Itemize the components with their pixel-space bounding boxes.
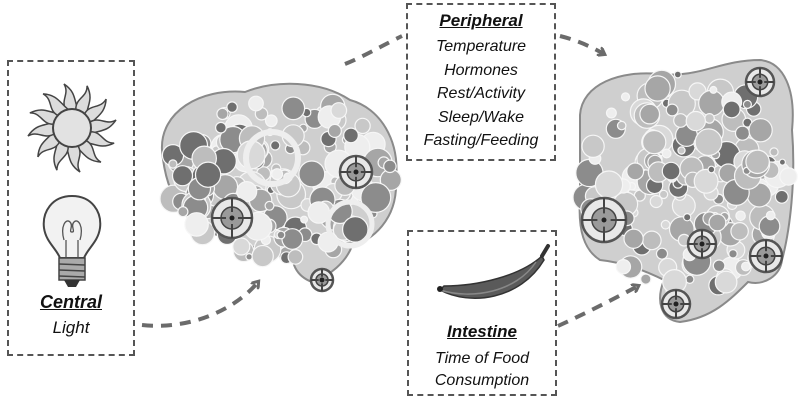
peripheral-item: Fasting/Feeding	[423, 132, 539, 149]
sun-icon	[27, 83, 117, 173]
peripheral-item: Sleep/Wake	[438, 108, 524, 126]
intestine-item: Consumption	[434, 372, 530, 389]
light-bulb-icon	[42, 194, 102, 287]
arrow-peripheral-to-intestine	[559, 34, 604, 54]
central-box: Central Light	[7, 60, 135, 356]
peripheral-item: Hormones	[444, 61, 518, 79]
peripheral-box: Peripheral Temperature Hormones Rest/Act…	[406, 3, 556, 161]
peripheral-item: Rest/Activity	[436, 85, 525, 102]
arrow-brain-to-peripheral	[344, 34, 403, 66]
peripheral-item: Temperature	[435, 38, 527, 55]
brain-illustration	[159, 82, 402, 293]
peripheral-list: Temperature Hormones Rest/Activity Sleep…	[408, 35, 554, 153]
intestine-list: Time of Food Consumption	[409, 348, 555, 392]
arrow-intestine-box-to-intestine	[557, 286, 638, 328]
intestine-title: Intestine	[447, 322, 517, 341]
central-label: Light	[52, 318, 90, 337]
central-title: Central	[39, 292, 102, 312]
intestine-box: Intestine Time of Food Consumption	[407, 230, 557, 396]
arrow-central-to-brain	[141, 282, 258, 328]
intestine-item: Time of Food	[434, 350, 530, 367]
banana-icon	[437, 244, 550, 299]
peripheral-title: Peripheral	[439, 11, 523, 30]
intestine-illustration	[572, 58, 798, 324]
